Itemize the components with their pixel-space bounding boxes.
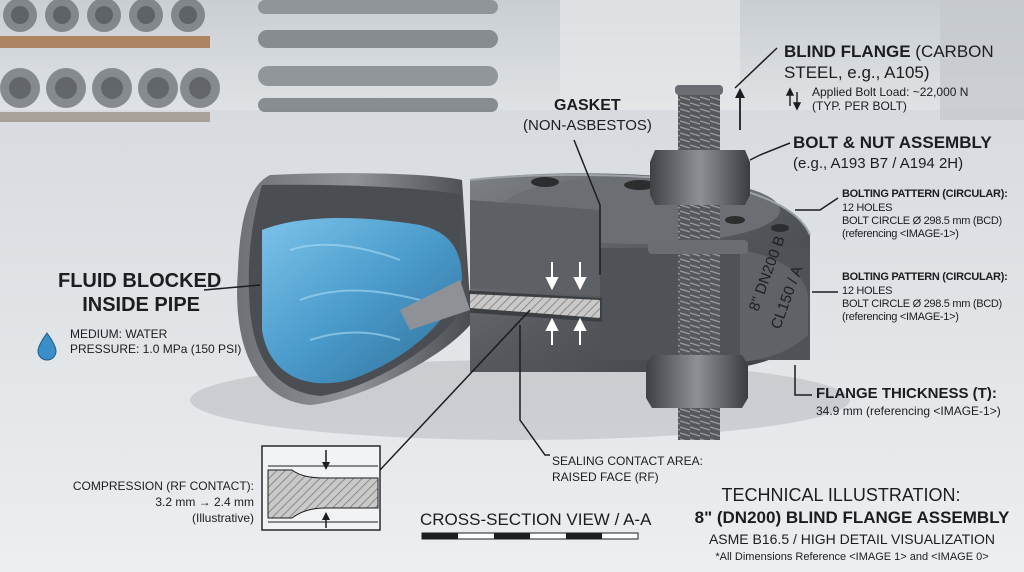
bolt-nut-spec: (e.g., A193 B7 / A194 2H) xyxy=(793,155,964,172)
sealing-line-1: SEALING CONTACT AREA: xyxy=(552,454,703,468)
section-scale-bar xyxy=(421,532,639,540)
bolt-nut-assembly xyxy=(646,85,750,440)
leader-bolt xyxy=(749,142,791,161)
sealing-line-2: RAISED FACE (RF) xyxy=(552,470,659,484)
bolting-pattern-bottom-line-1: 12 HOLES xyxy=(842,285,893,297)
leader-sealing xyxy=(519,325,550,456)
leader-lines xyxy=(203,47,839,471)
tech-line-3: ASME B16.5 / HIGH DETAIL VISUALIZATION xyxy=(708,531,996,547)
leader-compression xyxy=(379,309,531,471)
bolting-pattern-bottom-line-3: (referencing <IMAGE-1>) xyxy=(842,311,959,323)
compression-detail-inset xyxy=(261,445,381,531)
bolting-pattern-bottom-title: BOLTING PATTERN (CIRCULAR): xyxy=(842,271,1008,283)
bolt-nut-title: BOLT & NUT ASSEMBLY xyxy=(793,133,992,152)
leader-blind-flange xyxy=(734,47,778,89)
fluid-medium: MEDIUM: WATER xyxy=(70,327,168,341)
compression-line-2: 3.2 mm → 2.4 mm xyxy=(155,495,254,509)
compression-line-3: (Illustrative) xyxy=(191,511,254,525)
leader-bolting-top xyxy=(795,197,839,211)
fluid-pressure: PRESSURE: 1.0 MPa (150 PSI) xyxy=(70,342,242,356)
flange-thickness-title: FLANGE THICKNESS (T): xyxy=(816,385,997,402)
leader-thickness xyxy=(794,365,812,396)
water-fluid xyxy=(262,218,462,384)
compression-line-1: COMPRESSION (RF CONTACT): xyxy=(72,479,254,493)
blind-flange-title-text: BLIND FLANGE xyxy=(784,42,911,61)
bolt-load-line-1: Applied Bolt Load: ~22,000 N xyxy=(812,85,969,99)
gasket-type: (NON-ASBESTOS) xyxy=(523,117,652,134)
bolt-load-line-2: (TYP. PER BOLT) xyxy=(812,99,907,113)
blind-flange-material-2: STEEL, e.g., A105) xyxy=(784,63,930,82)
gasket-title: GASKET xyxy=(554,97,621,114)
section-view-label: CROSS-SECTION VIEW / A-A xyxy=(420,510,652,529)
flange-thickness-value: 34.9 mm (referencing <IMAGE-1>) xyxy=(816,404,1001,418)
leader-fluid xyxy=(203,284,261,291)
tech-line-2: 8" (DN200) BLIND FLANGE ASSEMBLY xyxy=(694,508,1010,527)
fluid-title-line-2: INSIDE PIPE xyxy=(82,294,200,316)
bolting-pattern-top-line-1: 12 HOLES xyxy=(842,202,893,214)
blind-flange-title: BLIND FLANGE (CARBON xyxy=(784,42,994,62)
bolting-pattern-top-line-2: BOLT CIRCLE Ø 298.5 mm (BCD) xyxy=(842,215,1002,227)
leader-gasket xyxy=(573,139,601,275)
fluid-title-line-1: FLUID BLOCKED xyxy=(58,270,222,292)
bolting-pattern-top-line-3: (referencing <IMAGE-1>) xyxy=(842,228,959,240)
gasket xyxy=(460,200,602,322)
pipe-rack xyxy=(0,0,1024,122)
water-drop-icon xyxy=(37,332,57,361)
gasket-compression-arrows xyxy=(545,262,587,345)
bolting-pattern-top-title: BOLTING PATTERN (CIRCULAR): xyxy=(842,188,1008,200)
bolting-pattern-bottom-line-2: BOLT CIRCLE Ø 298.5 mm (BCD) xyxy=(842,298,1002,310)
blind-flange-material-1: (CARBON xyxy=(915,42,994,61)
warehouse-wall xyxy=(0,0,1024,130)
pipe-cutaway xyxy=(237,173,470,405)
bolt-load-arrow xyxy=(735,88,745,130)
tech-line-4: *All Dimensions Reference <IMAGE 1> and … xyxy=(715,551,989,563)
tech-line-1: TECHNICAL ILLUSTRATION: xyxy=(721,485,961,505)
bolt-load-icon xyxy=(785,87,802,111)
